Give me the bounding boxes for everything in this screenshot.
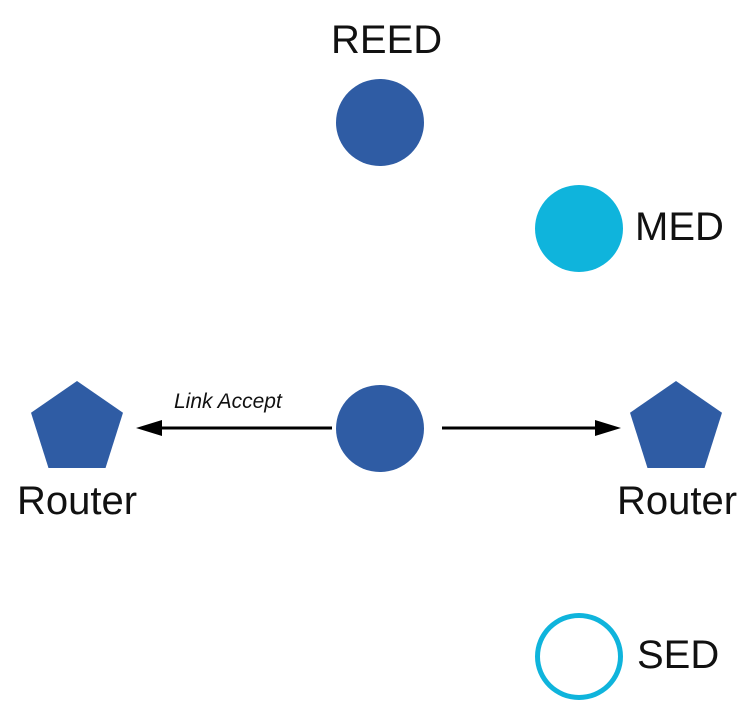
node-label-reed: REED	[331, 18, 443, 62]
node-router-right-pentagon[interactable]	[630, 381, 722, 468]
node-leader-circle[interactable]	[336, 385, 424, 472]
arrowhead-right-icon	[595, 420, 621, 436]
edge-leader-to-router-left[interactable]	[136, 420, 332, 436]
edge-label-link-accept: Link Accept	[174, 390, 282, 413]
node-label-router-right: Router	[617, 479, 738, 523]
node-sed-circle[interactable]	[535, 613, 623, 700]
node-label-med: MED	[635, 205, 724, 249]
node-med-circle[interactable]	[535, 185, 623, 272]
node-reed-circle[interactable]	[336, 79, 424, 166]
node-label-sed: SED	[637, 633, 720, 677]
edge-leader-to-router-right[interactable]	[442, 420, 621, 436]
arrowhead-left-icon	[136, 420, 162, 436]
node-router-left-pentagon[interactable]	[31, 381, 123, 468]
node-label-router-left: Router	[17, 479, 138, 523]
